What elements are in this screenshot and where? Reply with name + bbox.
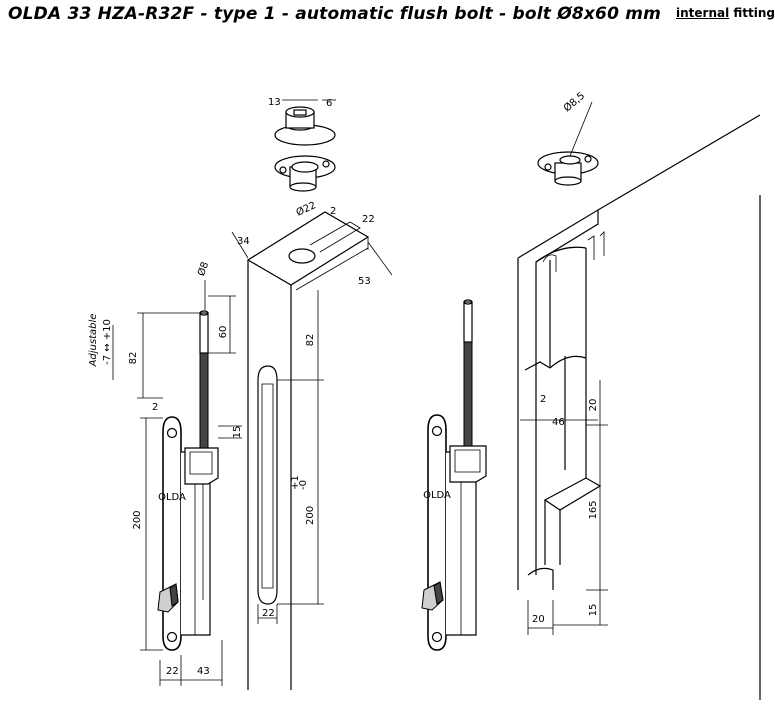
door-right <box>517 114 761 700</box>
dim-20-bottom: 20 <box>532 614 545 625</box>
left-dimensions: 82 Adjustable -7 ↔ +10 200 2 22 43 Ø8 60… <box>88 260 243 686</box>
middle-dimensions: Ø22 2 22 34 53 82 200 +1 -0 22 <box>231 199 393 624</box>
right-dimensions: 2 46 20 165 15 20 <box>520 380 608 635</box>
badge-internal: internal <box>676 6 730 20</box>
dim-adjust-range: -7 ↔ +10 <box>102 319 113 365</box>
dim-22-slot: 22 <box>262 608 275 619</box>
dim-60-bolt: 60 <box>218 326 229 339</box>
dim-22-top: 22 <box>362 214 375 225</box>
dim-15-right: 15 <box>588 604 599 617</box>
dim-d8-5: Ø8,5 <box>561 90 587 114</box>
dim-82-mid: 82 <box>305 334 316 347</box>
dim-d8-bolt: Ø8 <box>195 260 211 277</box>
dim-d22: Ø22 <box>294 199 318 219</box>
dim-200-left: 200 <box>132 510 143 529</box>
flush-bolt-right: OLDA <box>421 299 487 651</box>
door-edge-middle <box>246 211 370 690</box>
dim-34: 34 <box>237 236 250 247</box>
page-title: OLDA 33 HZA-R32F - type 1 - automatic fl… <box>8 4 662 24</box>
dim-2-top: 2 <box>330 206 336 217</box>
dim-2-right: 2 <box>540 394 546 405</box>
plate-logo: OLDA <box>158 492 186 503</box>
dim-adjustable: Adjustable <box>88 314 99 368</box>
dim-20-right: 20 <box>588 399 599 412</box>
dim-6-top: 6 <box>326 98 332 109</box>
dim-tol-zero: -0 <box>298 480 309 490</box>
strike-right: Ø8,5 <box>537 90 599 186</box>
dim-165: 165 <box>588 500 599 519</box>
dim-82-left: 82 <box>128 352 139 365</box>
dim-53: 53 <box>358 276 371 287</box>
dim-tol-plus: +1 <box>290 475 301 490</box>
dim-200-tol: 200 <box>305 506 316 525</box>
dim-13-top: 13 <box>268 97 281 108</box>
flush-bolt-left: OLDA <box>157 310 219 651</box>
badge-fitting: fitting <box>729 6 775 20</box>
dim-22-bottom: 22 <box>166 666 179 677</box>
internal-fitting-badge: internal fitting <box>676 6 775 20</box>
strike-plates-middle: 13 6 <box>268 97 336 192</box>
dim-46: 46 <box>552 417 565 428</box>
dim-2-left: 2 <box>152 402 158 413</box>
plate-logo-right: OLDA <box>423 490 451 501</box>
dim-15-top: 15 <box>232 426 243 439</box>
dim-43-bottom: 43 <box>197 666 210 677</box>
